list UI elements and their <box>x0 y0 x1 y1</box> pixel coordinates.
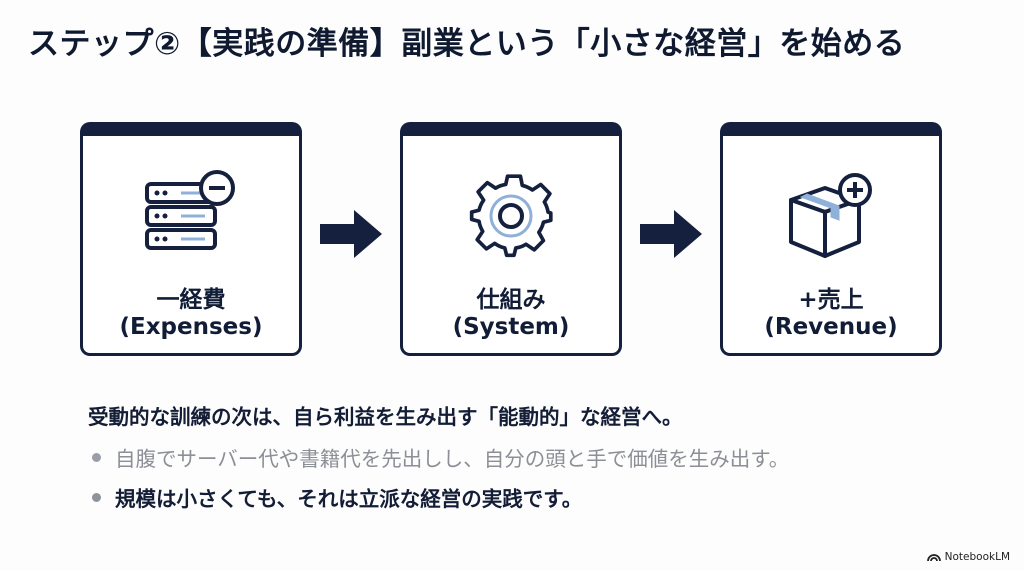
lead-text: 受動的な訓練の次は、自ら利益を生み出す「能動的」な経営へ。 <box>88 405 683 429</box>
list-item: 規模は小さくても、それは立派な経営の実践です。 <box>92 482 582 512</box>
bullet-dot <box>92 452 101 462</box>
card-label-en: (Expenses) <box>119 314 263 340</box>
bullet-text: 規模は小さくても、それは立派な経営の実践です。 <box>115 487 583 511</box>
card-label-jp: 一経費 <box>156 287 226 313</box>
brand-watermark: NotebookLM <box>926 551 1010 563</box>
bullet-text: 自腹でサーバー代や書籍代を先出しし、自分の頭と手で価値を生み出す。 <box>115 447 790 471</box>
card-revenue: +売上 (Revenue) <box>720 122 942 356</box>
brand-label: NotebookLM <box>944 551 1010 563</box>
arrow-right-icon <box>640 210 702 258</box>
card-label-en: (Revenue) <box>764 314 898 340</box>
notebooklm-logo-icon <box>926 554 941 562</box>
bullet-dot <box>92 492 101 502</box>
server-minus-icon <box>145 170 235 250</box>
arrow-right-icon <box>320 210 382 258</box>
card-label-jp: +売上 <box>798 287 864 313</box>
gear-icon <box>469 174 553 258</box>
list-item: 自腹でサーバー代や書籍代を先出しし、自分の頭と手で価値を生み出す。 <box>92 442 789 472</box>
box-plus-icon <box>789 173 872 258</box>
card-system: 仕組み (System) <box>400 122 622 356</box>
card-label-en: (System) <box>452 314 570 340</box>
card-expenses: 一経費 (Expenses) <box>80 122 302 356</box>
card-label-jp: 仕組み <box>476 287 546 313</box>
page-title: ステップ②【実践の準備】副業という「小さな経営」を始める <box>28 26 906 62</box>
